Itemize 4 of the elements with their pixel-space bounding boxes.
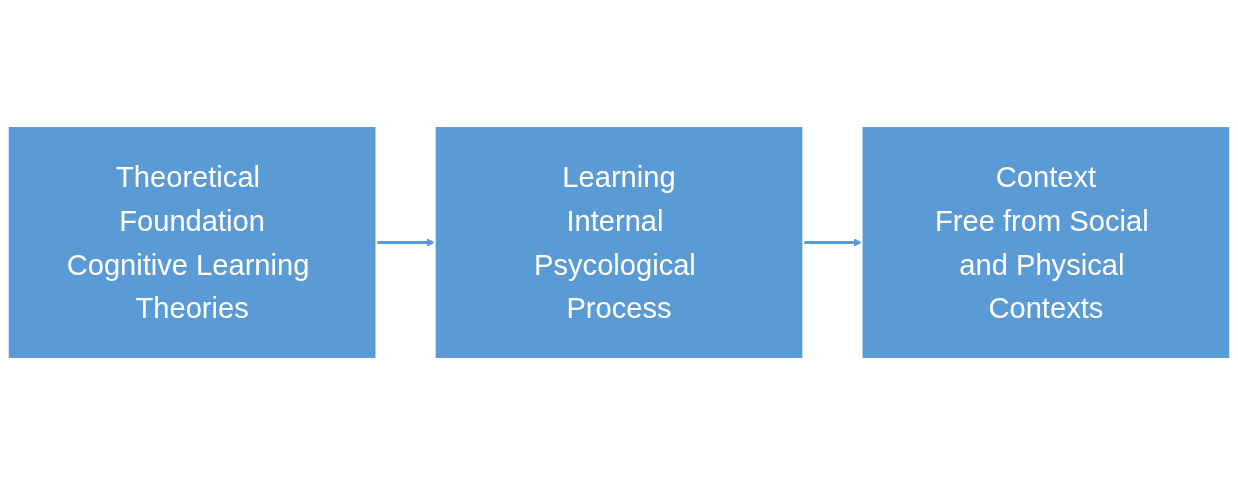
node-box: Learning Internal Psycological Process (433, 125, 805, 360)
arrow (803, 238, 862, 247)
node-box: Theoretical Foundation Cognitive Learning Theories (6, 125, 378, 360)
node-box: Context Free from Social and Physical Contexts (860, 125, 1232, 360)
